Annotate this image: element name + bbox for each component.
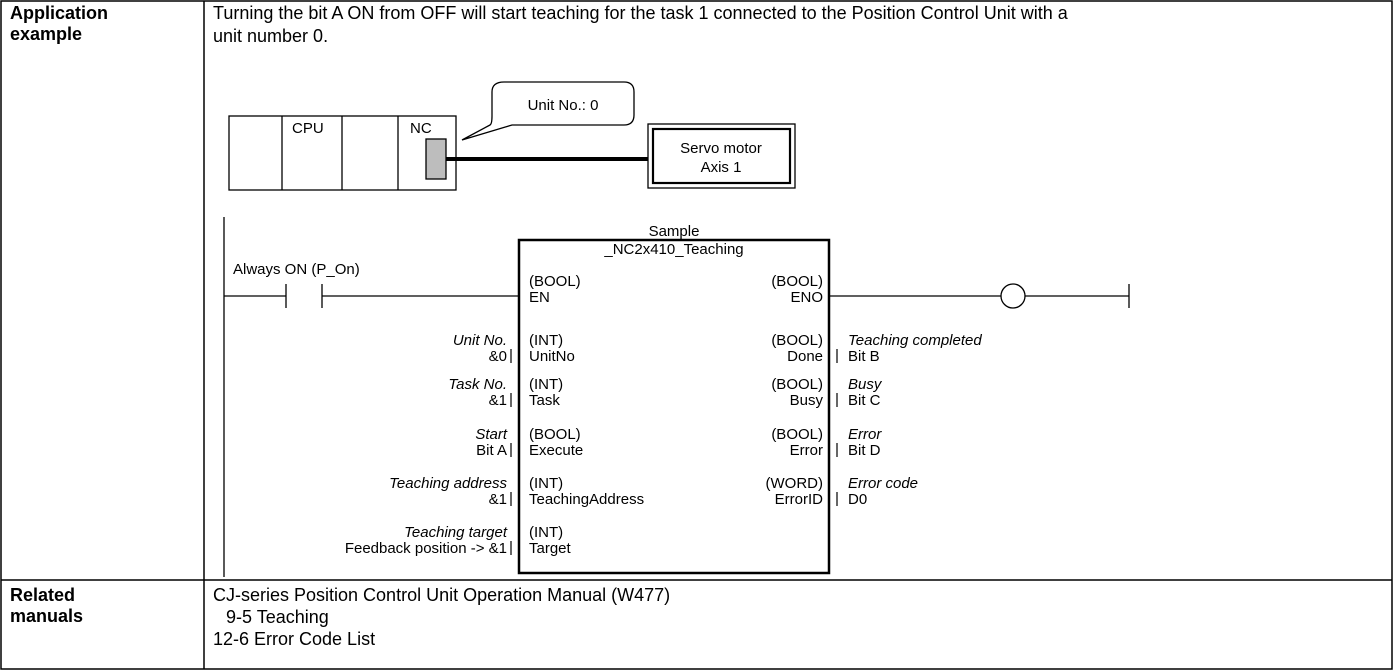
related-label-line-1: Related <box>10 585 75 605</box>
input-desc-0: Unit No. <box>453 332 507 349</box>
output-type-1: (BOOL) <box>771 332 823 349</box>
servo-label: Servo motor <box>680 140 762 157</box>
nc-connector <box>425 138 447 180</box>
output-type-0: (BOOL) <box>771 273 823 290</box>
input-name-3: Execute <box>529 442 583 459</box>
output-type-3: (BOOL) <box>771 426 823 443</box>
hardware-diagram: CPU NC Unit No.: 0 Servo motor Axis 1 <box>228 81 796 191</box>
related-label-line-2: manuals <box>10 606 83 626</box>
fb-name: _NC2x410_Teaching <box>603 241 743 258</box>
output-value-0: Bit B <box>848 348 880 365</box>
contact-label: Always ON (P_On) <box>233 261 360 278</box>
input-type-0: (BOOL) <box>529 273 581 290</box>
input-name-5: Target <box>529 540 572 557</box>
callout-text: Unit No.: 0 <box>528 97 599 114</box>
application-label-line-2: example <box>10 24 82 44</box>
servo-motor-box <box>647 123 796 189</box>
ladder-diagram: Always ON (P_On) Sample _NC2x410_Teachin… <box>223 217 1130 577</box>
output-name-2: Busy <box>790 392 824 409</box>
output-coil <box>829 283 1130 309</box>
output-name-3: Error <box>790 442 823 459</box>
related-manual-title: CJ-series Position Control Unit Operatio… <box>213 585 670 605</box>
function-block <box>517 238 831 575</box>
input-type-1: (INT) <box>529 332 563 349</box>
output-desc-3: Error code <box>848 475 918 492</box>
input-type-2: (INT) <box>529 376 563 393</box>
output-name-0: ENO <box>790 289 823 306</box>
application-label-line-1: Application <box>10 3 108 23</box>
application-text-line-1: Turning the bit A ON from OFF will start… <box>213 3 1069 23</box>
input-value-1: &1 <box>489 392 507 409</box>
axis-label: Axis 1 <box>701 159 742 176</box>
application-text-line-2: unit number 0. <box>213 26 328 46</box>
plc-rack <box>228 115 457 191</box>
related-manual-section-1: 9-5 Teaching <box>226 607 329 627</box>
output-desc-2: Error <box>848 426 882 443</box>
output-name-1: Done <box>787 348 823 365</box>
input-desc-4: Teaching target <box>404 524 508 541</box>
fb-instance-name: Sample <box>649 223 700 240</box>
input-name-2: Task <box>529 392 560 409</box>
input-desc-2: Start <box>475 426 508 443</box>
output-type-2: (BOOL) <box>771 376 823 393</box>
input-value-0: &0 <box>489 348 507 365</box>
cpu-label: CPU <box>292 120 324 137</box>
output-type-4: (WORD) <box>766 475 823 492</box>
output-value-1: Bit C <box>848 392 881 409</box>
input-type-5: (INT) <box>529 524 563 541</box>
input-type-3: (BOOL) <box>529 426 581 443</box>
input-name-1: UnitNo <box>529 348 575 365</box>
output-name-4: ErrorID <box>775 491 824 508</box>
output-desc-1: Busy <box>848 376 883 393</box>
related-manual-section-2: 12-6 Error Code List <box>213 629 375 649</box>
input-value-4: Feedback position -> &1 <box>345 540 507 557</box>
input-value-2: Bit A <box>476 442 507 459</box>
input-desc-3: Teaching address <box>389 475 507 492</box>
output-value-2: Bit D <box>848 442 881 459</box>
output-value-3: D0 <box>848 491 867 508</box>
input-value-3: &1 <box>489 491 507 508</box>
always-on-contact <box>224 284 519 308</box>
input-name-4: TeachingAddress <box>529 491 644 508</box>
output-desc-0: Teaching completed <box>848 332 982 349</box>
nc-label: NC <box>410 120 432 137</box>
input-type-4: (INT) <box>529 475 563 492</box>
input-desc-1: Task No. <box>448 376 507 393</box>
unit-no-callout <box>461 81 635 141</box>
input-name-0: EN <box>529 289 550 306</box>
